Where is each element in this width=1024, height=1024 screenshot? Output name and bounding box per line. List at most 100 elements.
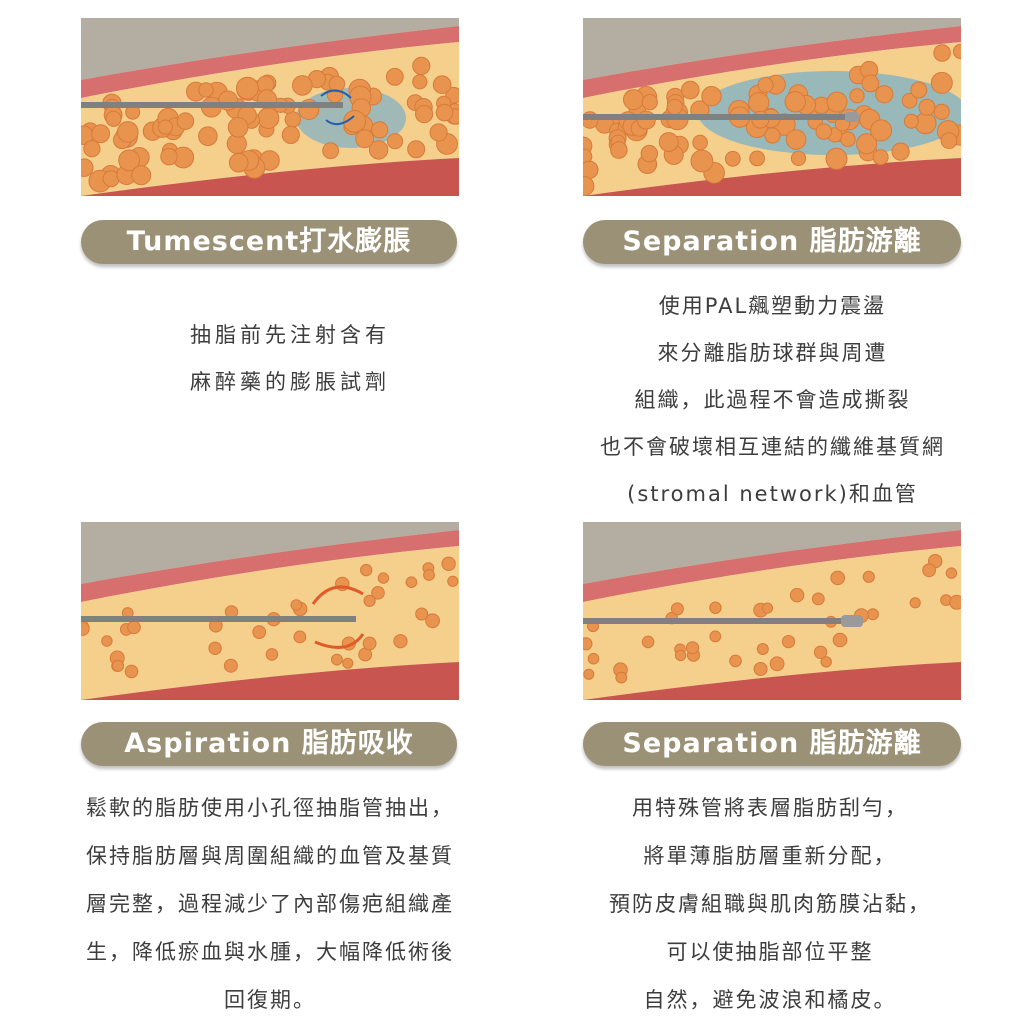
fat-cell: [709, 601, 722, 614]
fat-cell: [425, 613, 441, 629]
fat-cell: [284, 111, 302, 128]
fat-cell: [415, 105, 434, 124]
fat-cell: [412, 56, 431, 76]
fat-cell: [447, 575, 459, 587]
description-line: 來分離脂肪球群與周遭: [657, 341, 888, 365]
fat-cell: [623, 89, 644, 111]
fat-cell: [127, 620, 141, 635]
description-line: 使用PAL飆塑動力震盪: [658, 294, 887, 318]
cannula: [81, 616, 356, 622]
fat-cell: [583, 176, 595, 196]
fat-cell: [441, 556, 456, 571]
fat-cell: [785, 129, 807, 150]
fat-cell: [724, 150, 741, 167]
fat-cell: [236, 76, 259, 100]
fat-cell: [813, 645, 828, 660]
illustration-separation-pal: [583, 18, 961, 196]
description-line: 保持脂肪層與周圍組織的血管及基質: [86, 844, 454, 868]
aspiration-diagram: [81, 522, 459, 700]
fat-cell: [681, 80, 700, 100]
fat-cell: [343, 110, 367, 133]
fat-cell: [666, 98, 683, 115]
fat-cell: [870, 119, 893, 142]
fat-cell: [429, 123, 448, 142]
fat-cell: [198, 126, 218, 146]
fat-cell: [832, 632, 848, 648]
fat-cell: [615, 671, 628, 684]
fat-cell: [830, 570, 845, 586]
fat-cell: [371, 121, 389, 139]
fat-cell: [826, 91, 848, 113]
description-line: 層完整，過程減少了內部傷疤組織產: [86, 892, 454, 916]
fat-cell: [749, 150, 766, 167]
fat-cell: [583, 668, 595, 680]
fat-cell: [641, 94, 658, 111]
section-description-aspiration: 鬆軟的脂肪使用小孔徑抽脂管抽出， 保持脂肪層與周圍組織的血管及基質 層完整，過程…: [20, 784, 520, 1024]
description-line: 生，降低瘀血與水腫，大幅降低術後: [86, 940, 454, 964]
fat-cell: [227, 117, 249, 138]
fat-cell: [405, 576, 418, 589]
fat-cell: [223, 658, 238, 673]
fat-cell: [208, 641, 222, 656]
fat-cell: [293, 630, 307, 644]
fat-cell: [117, 121, 139, 143]
fat-cell: [709, 630, 722, 643]
fat-cell: [952, 43, 961, 60]
section-title-tumescent: Tumescent打水膨脹: [81, 220, 457, 264]
fat-cell: [820, 656, 832, 668]
fat-cell: [840, 131, 856, 147]
fat-cell: [872, 149, 889, 166]
illustration-tumescent: [81, 18, 459, 196]
separation-diagram: [583, 18, 961, 196]
description-line: 回復期。: [224, 988, 316, 1012]
fat-cell: [903, 113, 919, 129]
fat-cell: [281, 125, 300, 145]
fat-cell: [909, 597, 921, 609]
fat-cell: [435, 103, 454, 122]
fat-cell: [360, 563, 373, 577]
fat-cell: [81, 158, 94, 177]
illustration-aspiration: [81, 522, 459, 700]
fat-cell: [342, 657, 354, 669]
fat-cell: [815, 123, 833, 140]
fat-cell: [587, 652, 600, 665]
description-line: 將單薄脂肪層重新分配，: [643, 844, 897, 868]
fat-cell: [922, 563, 937, 578]
fat-cell: [118, 149, 140, 172]
fat-cell: [685, 641, 700, 655]
fat-cell: [756, 643, 769, 655]
fat-cell: [160, 148, 178, 166]
fat-cell: [910, 81, 928, 99]
fat-cell: [91, 124, 110, 144]
cannula: [583, 114, 853, 120]
description-line: 抽脂前先注射含有: [190, 323, 390, 347]
fat-cell: [761, 602, 773, 614]
fat-cell: [393, 634, 408, 649]
fat-cell: [949, 594, 961, 610]
fat-cell: [101, 635, 113, 647]
fat-cell: [328, 75, 346, 93]
fat-cell: [692, 134, 708, 151]
fat-cell: [124, 664, 139, 679]
fat-cell: [789, 588, 805, 603]
redistribution-diagram: [583, 522, 961, 700]
fat-cell: [131, 165, 152, 186]
fat-cell: [945, 567, 958, 579]
fat-cell: [753, 662, 768, 676]
fat-cell: [640, 144, 659, 163]
fat-cell: [407, 140, 426, 159]
illustration-separation-redistribution: [583, 522, 961, 700]
description-line: (stromal network)和血管: [627, 482, 918, 506]
fat-cell: [862, 570, 875, 583]
fat-cell: [769, 656, 785, 672]
cannula: [81, 102, 343, 108]
fat-cell: [412, 74, 428, 90]
fat-cell: [252, 625, 267, 639]
section-title-separation-1: Separation 脂肪游離: [583, 220, 961, 264]
fat-cell: [83, 140, 101, 158]
description-line: 自然，避免波浪和橘皮。: [643, 988, 897, 1012]
fat-cell: [198, 82, 214, 98]
fat-cell: [866, 608, 879, 621]
fat-cell: [157, 119, 174, 135]
tumescent-diagram: [81, 18, 459, 196]
